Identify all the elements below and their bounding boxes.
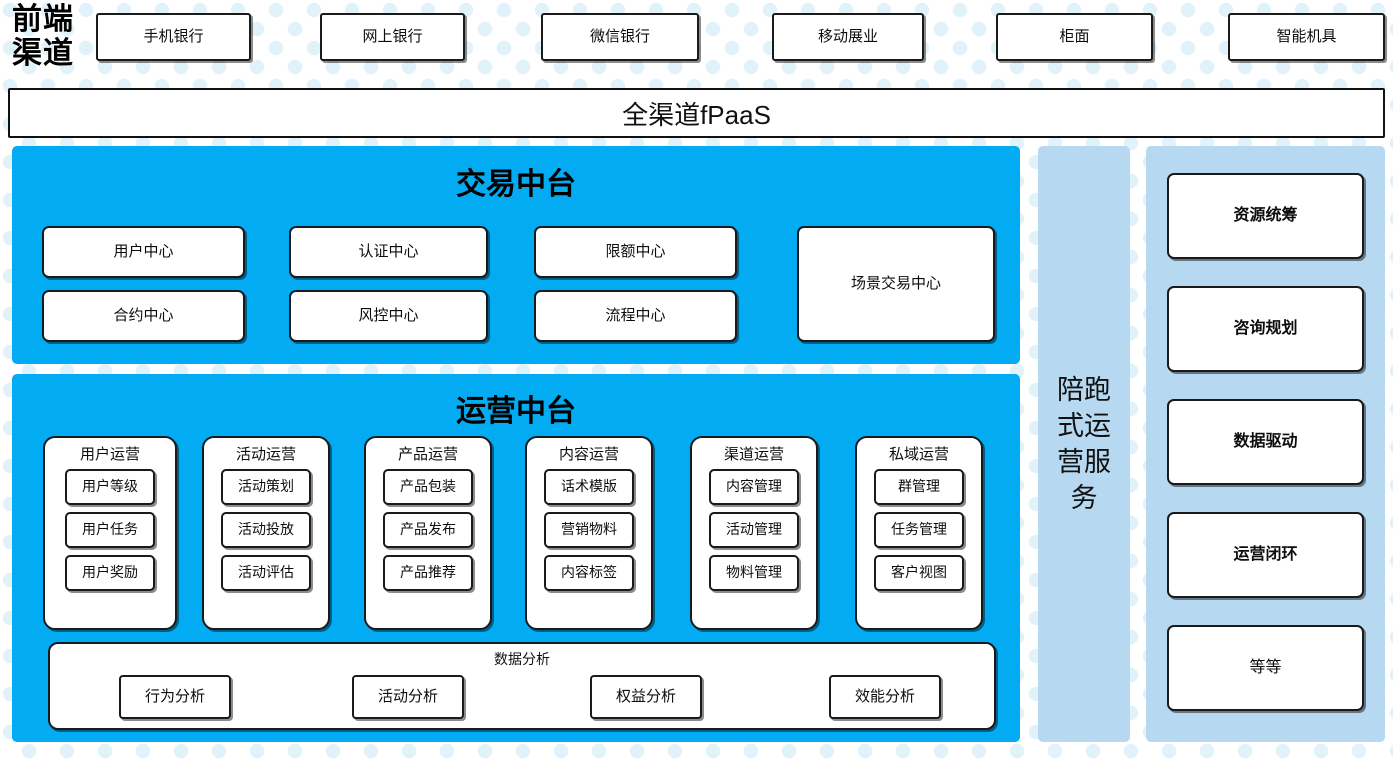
operation-column-title: 产品运营 [397, 446, 458, 463]
trade-item-label: 场景交易中心 [850, 274, 941, 292]
channel-box-wechat-bank[interactable]: 微信银行 [541, 13, 699, 61]
trade-item-label: 流程中心 [605, 306, 666, 324]
capability-box-etc[interactable]: 等等 [1167, 625, 1364, 711]
channel-label: 柜面 [1059, 27, 1090, 45]
operation-item[interactable]: 活动管理 [709, 512, 799, 548]
operation-item[interactable]: 活动评估 [221, 555, 311, 591]
operation-item[interactable]: 群管理 [874, 469, 964, 505]
channel-label: 网上银行 [362, 27, 423, 45]
operation-column-product: 产品运营 产品包装 产品发布 产品推荐 [364, 436, 492, 630]
service-capability-panel: 资源统筹 咨询规划 数据驱动 运营闭环 等等 [1146, 146, 1385, 742]
operation-column-title: 活动运营 [235, 446, 296, 463]
operation-item[interactable]: 物料管理 [709, 555, 799, 591]
operation-platform-title: 运营中台 [456, 395, 576, 428]
trade-item-label: 认证中心 [358, 242, 419, 260]
operation-item[interactable]: 内容管理 [709, 469, 799, 505]
operation-item[interactable]: 客户视图 [874, 555, 964, 591]
channel-box-mobile-business[interactable]: 移动展业 [772, 13, 924, 61]
fpaas-bar-label: 全渠道fPaaS [622, 99, 771, 130]
trade-item-limit-center[interactable]: 限额中心 [534, 226, 737, 278]
trade-item-contract-center[interactable]: 合约中心 [42, 290, 245, 342]
capability-box-resource-coordination[interactable]: 资源统筹 [1167, 173, 1364, 259]
capability-box-consulting-planning[interactable]: 咨询规划 [1167, 286, 1364, 372]
front-end-channel-label: 前端 渠道 [4, 2, 82, 72]
operation-column-content: 内容运营 话术模版 营销物料 内容标签 [525, 436, 653, 630]
operation-column-title: 用户运营 [79, 446, 140, 463]
operation-item[interactable]: 产品包装 [383, 469, 473, 505]
operation-item[interactable]: 用户奖励 [65, 555, 155, 591]
operation-item[interactable]: 活动策划 [221, 469, 311, 505]
trade-item-auth-center[interactable]: 认证中心 [289, 226, 488, 278]
front-end-label-line-2: 渠道 [12, 37, 74, 70]
trade-item-process-center[interactable]: 流程中心 [534, 290, 737, 342]
operation-item[interactable]: 用户任务 [65, 512, 155, 548]
data-analysis-item-efficiency[interactable]: 效能分析 [829, 675, 941, 719]
channel-label: 手机银行 [143, 27, 204, 45]
trade-item-label: 风控中心 [358, 306, 419, 324]
channel-label: 微信银行 [589, 27, 650, 45]
capability-box-operation-closed-loop[interactable]: 运营闭环 [1167, 512, 1364, 598]
operation-item[interactable]: 营销物料 [544, 512, 634, 548]
front-end-label-line-1: 前端 [12, 3, 74, 36]
operation-item[interactable]: 任务管理 [874, 512, 964, 548]
data-analysis-box: 数据分析 行为分析 活动分析 权益分析 效能分析 [48, 642, 996, 730]
trade-item-risk-center[interactable]: 风控中心 [289, 290, 488, 342]
operation-item[interactable]: 产品发布 [383, 512, 473, 548]
companion-service-column: 陪跑式运营服务 [1038, 146, 1130, 742]
channel-label: 智能机具 [1276, 27, 1337, 45]
trade-item-label: 合约中心 [113, 306, 174, 324]
channel-box-internet-bank[interactable]: 网上银行 [320, 13, 465, 61]
channel-label: 移动展业 [817, 27, 878, 45]
operation-column-title: 内容运营 [558, 446, 619, 463]
fpaas-bar: 全渠道fPaaS [8, 88, 1385, 138]
data-analysis-item-behavior[interactable]: 行为分析 [119, 675, 231, 719]
channel-box-smart-machine[interactable]: 智能机具 [1228, 13, 1385, 61]
operation-column-title: 私域运营 [888, 446, 949, 463]
trade-platform-title: 交易中台 [456, 168, 576, 201]
channel-box-counter[interactable]: 柜面 [996, 13, 1153, 61]
trade-item-scene-trade-center[interactable]: 场景交易中心 [797, 226, 995, 342]
operation-platform-panel: 运营中台 用户运营 用户等级 用户任务 用户奖励 活动运营 活动策划 活动投放 … [12, 374, 1020, 742]
operation-column-user: 用户运营 用户等级 用户任务 用户奖励 [43, 436, 177, 630]
trade-item-label: 用户中心 [113, 242, 174, 260]
operation-column-private-domain: 私域运营 群管理 任务管理 客户视图 [855, 436, 983, 630]
operation-column-campaign: 活动运营 活动策划 活动投放 活动评估 [202, 436, 330, 630]
trade-platform-panel: 交易中台 用户中心 认证中心 限额中心 合约中心 风控中心 流程中心 场景交易中… [12, 146, 1020, 364]
operation-column-title: 渠道运营 [723, 446, 784, 463]
data-analysis-title: 数据分析 [494, 651, 550, 667]
operation-item[interactable]: 话术模版 [544, 469, 634, 505]
companion-service-label: 陪跑式运营服务 [1057, 375, 1111, 513]
operation-column-channel: 渠道运营 内容管理 活动管理 物料管理 [690, 436, 818, 630]
trade-item-user-center[interactable]: 用户中心 [42, 226, 245, 278]
operation-item[interactable]: 用户等级 [65, 469, 155, 505]
data-analysis-item-benefit[interactable]: 权益分析 [590, 675, 702, 719]
operation-item[interactable]: 内容标签 [544, 555, 634, 591]
trade-item-label: 限额中心 [605, 242, 666, 260]
operation-item[interactable]: 活动投放 [221, 512, 311, 548]
capability-box-data-driven[interactable]: 数据驱动 [1167, 399, 1364, 485]
data-analysis-item-campaign[interactable]: 活动分析 [352, 675, 464, 719]
channel-box-mobile-bank[interactable]: 手机银行 [96, 13, 251, 61]
operation-item[interactable]: 产品推荐 [383, 555, 473, 591]
